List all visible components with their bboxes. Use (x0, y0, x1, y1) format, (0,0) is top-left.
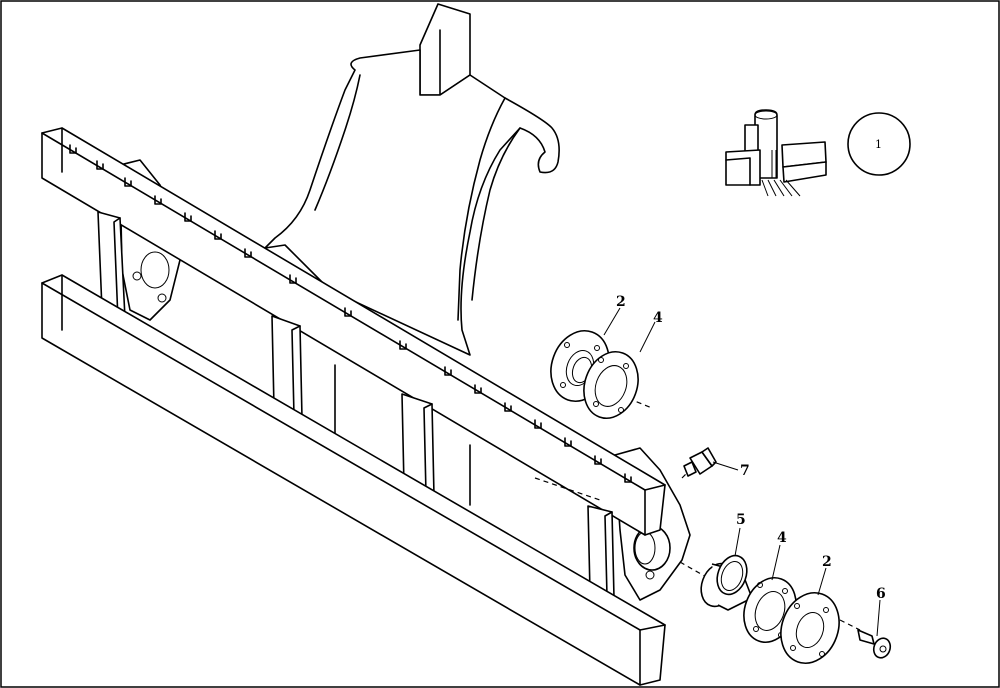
alignment-line (619, 394, 653, 409)
mounting-bracket (264, 3, 560, 356)
callout-2: 2 (616, 294, 626, 310)
alignment-line (534, 477, 601, 501)
callout-4: 4 (653, 310, 663, 326)
callout-5: 5 (736, 512, 746, 528)
alignment-line (679, 561, 716, 583)
reference-circle (847, 112, 911, 176)
bolt (857, 629, 892, 659)
callout-2: 2 (822, 554, 832, 570)
reference-circle-number: 1 (875, 138, 882, 151)
shim-upper (583, 351, 639, 419)
grease-nipple (683, 447, 717, 477)
lower-carriage-bar (41, 274, 666, 686)
flange-lower (780, 592, 840, 664)
callout-7: 7 (740, 463, 750, 479)
lubrication-symbol (725, 109, 827, 197)
alignment-line (839, 619, 861, 631)
leader-lines (603, 307, 881, 637)
callout-4: 4 (777, 530, 787, 546)
callout-6: 6 (876, 586, 886, 602)
upper-carriage-bar (41, 127, 666, 536)
bushing (700, 554, 753, 611)
